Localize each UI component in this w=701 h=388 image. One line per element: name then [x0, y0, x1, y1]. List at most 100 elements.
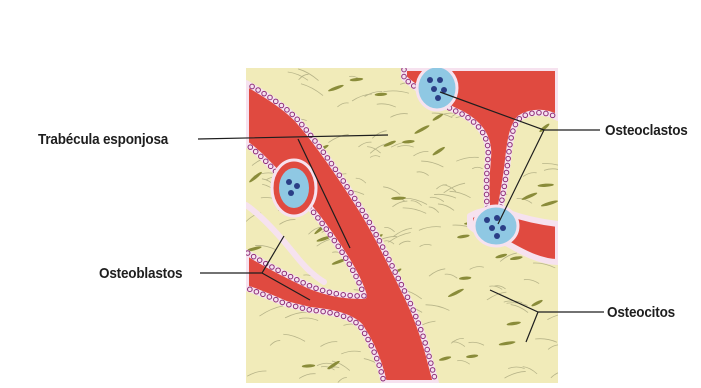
osteoblast-cell	[377, 239, 382, 244]
osteoblast-cell	[374, 356, 379, 361]
osteoblast-cell	[254, 289, 259, 294]
osteoblast-cell	[507, 149, 512, 154]
osteoblast-cell	[485, 171, 490, 176]
osteoblast-cell	[324, 227, 329, 232]
osteoblast-cell	[380, 245, 385, 250]
osteoblast-cell	[248, 145, 253, 150]
osteoclast-left	[272, 160, 316, 216]
osteoblast-cell	[402, 74, 407, 79]
label-trabecula-esponjosa: Trabécula esponjosa	[38, 131, 168, 148]
osteoblast-cell	[250, 84, 255, 89]
osteoblast-cell	[486, 150, 491, 155]
osteoblast-cell	[402, 289, 407, 294]
osteoblast-cell	[423, 341, 428, 346]
osteoblast-cell	[295, 117, 300, 122]
osteoblast-cell	[503, 177, 508, 182]
osteoblast-cell	[332, 238, 337, 243]
osteoblast-cell	[320, 221, 325, 226]
osteoblast-cell	[411, 84, 416, 89]
osteoblast-cell	[300, 306, 305, 311]
osteoblast-cell	[408, 301, 413, 306]
osteoblast-cell	[327, 290, 332, 295]
osteoblast-cell	[329, 161, 334, 166]
osteoblast-cell	[320, 288, 325, 293]
osteoblast-cell	[359, 325, 364, 330]
osteoblast-cell	[485, 143, 490, 148]
label-osteoblastos: Osteoblastos	[99, 265, 182, 282]
osteoblast-cell	[513, 122, 518, 127]
osteoblast-cell	[335, 312, 340, 317]
osteoblast-cell	[381, 376, 386, 381]
osteoblast-cell	[471, 120, 476, 125]
osteoblast-cell	[270, 265, 275, 270]
osteoblast-cell	[343, 256, 348, 261]
osteoblast-cell	[501, 191, 506, 196]
osteoblast-cell	[285, 108, 290, 113]
osteoblast-cell	[354, 274, 359, 279]
tissue-section	[245, 65, 571, 386]
osteoblast-cell	[486, 157, 491, 162]
osteoblast-cell	[348, 317, 353, 322]
osteoblast-cell	[406, 79, 411, 84]
osteoblast-cell	[321, 309, 326, 314]
osteoblast-cell	[245, 251, 250, 256]
osteoblast-cell	[421, 334, 426, 339]
osteoblast-cell	[311, 210, 316, 215]
osteoblast-cell	[370, 226, 375, 231]
osteoblast-cell	[280, 300, 285, 305]
osteoblast-cell	[414, 314, 419, 319]
osteoblast-cell	[273, 99, 278, 104]
osteoblast-cell	[379, 370, 384, 375]
osteoblast-cell	[399, 282, 404, 287]
osteoblast-cell	[307, 308, 312, 313]
osteoblast-cell	[333, 167, 338, 172]
osteoblast-cell	[267, 295, 272, 300]
osteoblast-cell	[301, 280, 306, 285]
osteoblast-cell	[372, 350, 377, 355]
osteoblast-cell	[314, 308, 319, 313]
osteoblast-cell	[276, 268, 281, 273]
osteoblast-cell	[314, 286, 319, 291]
osteoblast-cell	[511, 129, 516, 134]
osteoblast-cell	[257, 258, 262, 263]
osteoblast-cell	[356, 202, 361, 207]
osteoblast-cell	[357, 280, 362, 285]
osteoclast-top	[417, 66, 457, 110]
osteoblast-cell	[537, 110, 542, 115]
osteoblast-cell	[268, 164, 273, 169]
osteoblast-cell	[274, 297, 279, 302]
label-osteoclastos: Osteoclastos	[605, 122, 688, 139]
osteoblast-cell	[362, 294, 367, 299]
osteoblast-cell	[248, 287, 253, 292]
osteoblast-cell	[484, 178, 489, 183]
osteoblast-cell	[337, 173, 342, 178]
osteoblast-cell	[374, 232, 379, 237]
osteoblast-cell	[523, 113, 528, 118]
osteoblast-cell	[263, 159, 268, 164]
osteoblast-cell	[500, 198, 505, 203]
osteoblast-cell	[340, 250, 345, 255]
osteoblast-cell	[384, 251, 389, 256]
osteoblast-cell	[359, 287, 364, 292]
osteoblast-cell	[367, 220, 372, 225]
osteoblast-cell	[393, 270, 398, 275]
osteoblast-cell	[336, 244, 341, 249]
osteoblast-cell	[509, 136, 514, 141]
osteoblast-cell	[341, 179, 346, 184]
osteoblast-cell	[287, 302, 292, 307]
osteoblast-cell	[387, 257, 392, 262]
osteoblast-cell	[364, 214, 369, 219]
osteoblast-cell	[362, 331, 367, 336]
osteoblast-cell	[485, 199, 490, 204]
osteoblast-cell	[508, 142, 513, 147]
osteoblast-cell	[484, 192, 489, 197]
osteoblast-cell	[418, 327, 423, 332]
osteoblast-cell	[349, 190, 354, 195]
osteoblast-cell	[328, 310, 333, 315]
osteoblast-cell	[295, 277, 300, 282]
osteoblast-cell	[550, 113, 555, 118]
osteoblast-cell	[256, 88, 261, 93]
osteoblast-cell	[480, 130, 485, 135]
osteoblast-cell	[484, 185, 489, 190]
